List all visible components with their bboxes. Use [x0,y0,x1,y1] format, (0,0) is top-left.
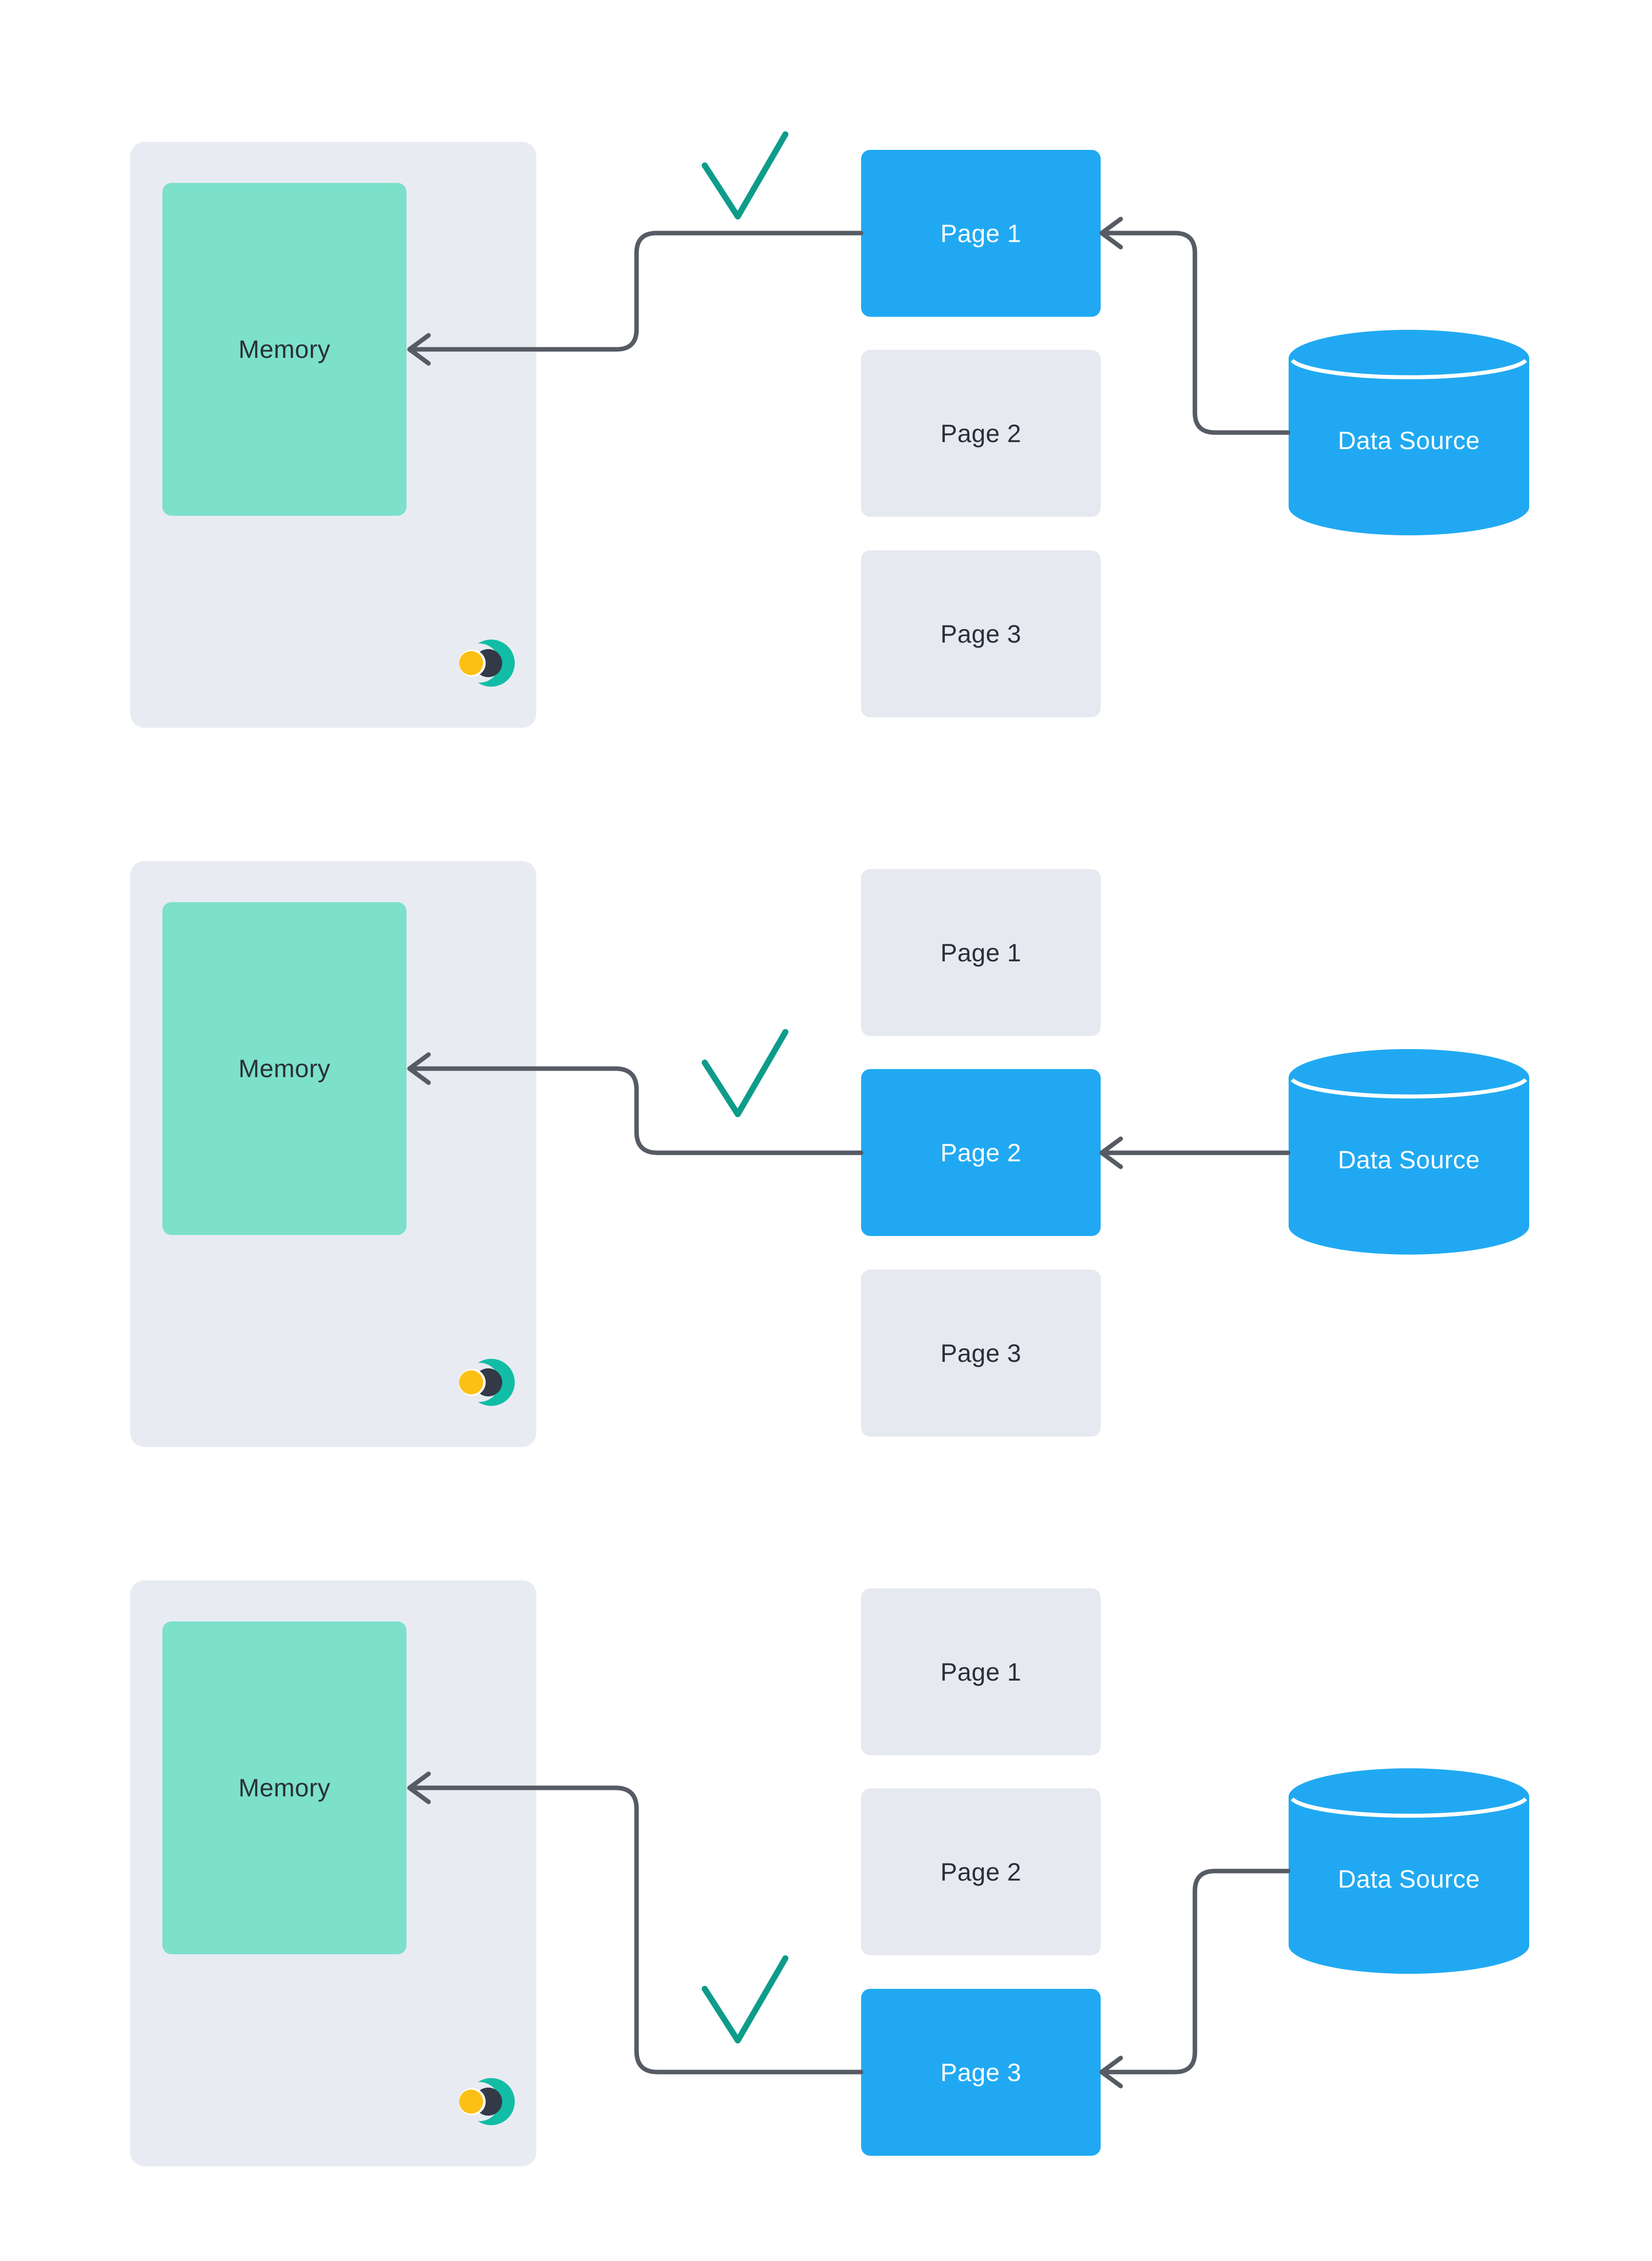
memory-label: Memory [238,1055,331,1083]
database-cylinder-icon: Data Source [1289,1768,1529,1974]
data-source-label: Data Source [1338,427,1480,455]
diagram-row-1: Memory Page 1 Page 2 Page 3 Data Source [0,142,1652,728]
cylinder-rim [1291,1797,1527,1818]
memory-panel: Memory [130,861,536,1447]
diagram-row-3: Memory Page 1 Page 2 Page 3 Data Source [0,1580,1652,2166]
logo-yellow-circle [459,1370,483,1394]
cylinder-body [1289,330,1529,535]
page-1-box: Page 1 [861,1588,1101,1755]
page-2-label: Page 2 [940,1858,1021,1886]
page-3-label: Page 3 [940,2058,1021,2087]
logo-yellow-circle [459,2090,483,2114]
memory-box: Memory [162,183,406,516]
data-source-label: Data Source [1338,1865,1480,1893]
page-1-box: Page 1 [861,869,1101,1036]
memory-panel: Memory [130,1580,536,2166]
page-3-box: Page 3 [861,1270,1101,1436]
diagram-row-2: Memory Page 1 Page 2 Page 3 Data Source [0,861,1652,1447]
page-3-box: Page 3 [861,1989,1101,2156]
memory-box: Memory [162,902,406,1235]
page-3-box: Page 3 [861,550,1101,717]
page-3-label: Page 3 [940,620,1021,648]
page-2-box: Page 2 [861,1069,1101,1236]
memory-label: Memory [238,335,331,363]
page-2-label: Page 2 [940,1138,1021,1167]
crescent-logo-icon [459,1359,515,1406]
cylinder-rim [1291,359,1527,379]
logo-yellow-circle [459,651,483,675]
page-1-box: Page 1 [861,150,1101,317]
page-1-label: Page 1 [940,1658,1021,1686]
data-source-label: Data Source [1338,1146,1480,1174]
page-1-label: Page 1 [940,219,1021,248]
crescent-logo-icon [459,2078,515,2125]
page-2-box: Page 2 [861,350,1101,517]
database-cylinder-icon: Data Source [1289,330,1529,535]
database-cylinder-icon: Data Source [1289,1049,1529,1255]
page-2-box: Page 2 [861,1788,1101,1955]
page-2-label: Page 2 [940,419,1021,448]
cylinder-body [1289,1768,1529,1974]
crescent-logo-icon [459,640,515,687]
page-1-label: Page 1 [940,938,1021,967]
cylinder-rim [1291,1078,1527,1099]
page-3-label: Page 3 [940,1339,1021,1367]
memory-panel: Memory [130,142,536,728]
memory-label: Memory [238,1774,331,1802]
cylinder-body [1289,1049,1529,1255]
memory-box: Memory [162,1621,406,1954]
